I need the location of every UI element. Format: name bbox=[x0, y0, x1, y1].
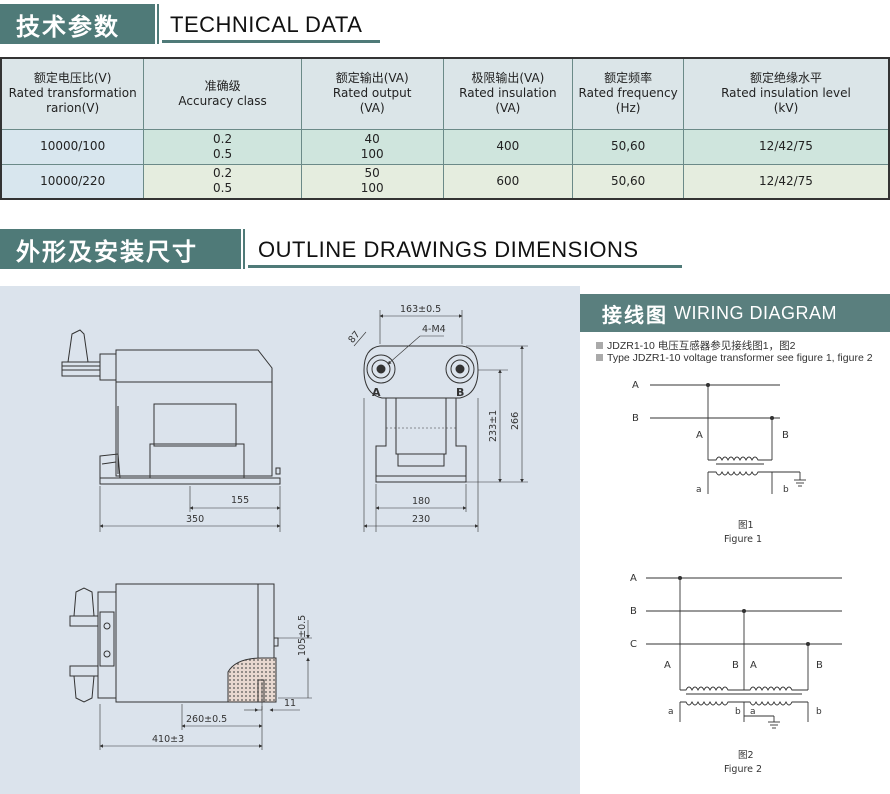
fig1-winding-A: A bbox=[696, 430, 703, 441]
label-A-front: A bbox=[372, 386, 381, 399]
fig2-line-B: B bbox=[630, 606, 637, 617]
fig1-sec-a: a bbox=[696, 485, 702, 495]
fig2-sec-b2: b bbox=[816, 707, 822, 717]
dim-87: 87 bbox=[346, 329, 362, 345]
outline-rule bbox=[248, 265, 682, 268]
dim-233: 233±1 bbox=[488, 410, 499, 442]
outline-drawings: 155 350 163±0.5 4-M4 87 A B 233±1 266 18… bbox=[61, 304, 528, 750]
technical-data-title-en: TECHNICAL DATA bbox=[170, 12, 363, 37]
dim-163: 163±0.5 bbox=[400, 304, 441, 315]
wiring-title-en: WIRING DIAGRAM bbox=[674, 302, 837, 323]
outline-title-en: OUTLINE DRAWINGS DIMENSIONS bbox=[258, 237, 639, 262]
wiring-title-zh: 接线图 bbox=[602, 302, 668, 327]
fig2-sec-b1: b bbox=[735, 707, 741, 717]
cell-insulation: 12/42/75 bbox=[683, 163, 890, 200]
technical-data-header: 技术参数 TECHNICAL DATA bbox=[0, 4, 890, 44]
fig2-winding-B2: B bbox=[816, 660, 823, 671]
fig1-caption-zh: 图1 bbox=[738, 520, 754, 531]
fig2-line-C: C bbox=[630, 639, 637, 650]
dim-350: 350 bbox=[186, 514, 204, 525]
cell-ratio: 10000/100 bbox=[0, 128, 145, 165]
fig2-winding-A1: A bbox=[664, 660, 671, 671]
cell-frequency: 50,60 bbox=[572, 128, 685, 165]
wiring-figure-2 bbox=[646, 575, 842, 729]
cell-frequency: 50,60 bbox=[572, 163, 685, 200]
dim-266: 266 bbox=[510, 412, 521, 430]
dim-230: 230 bbox=[412, 514, 430, 525]
fig1-line-A: A bbox=[632, 380, 639, 391]
fig1-caption-en: Figure 1 bbox=[724, 534, 762, 545]
dim-180: 180 bbox=[412, 496, 430, 507]
side-view-drawing bbox=[61, 329, 281, 485]
wiring-figures: A B A B a b 图1 Figure 1 A B C A B A B a … bbox=[630, 380, 842, 775]
header-limit-output: 极限输出(VA)Rated insulation(VA) bbox=[442, 57, 574, 130]
dim-155: 155 bbox=[231, 495, 249, 506]
fig2-sec-a1: a bbox=[668, 707, 674, 717]
dim-4m4: 4-M4 bbox=[422, 324, 446, 335]
technical-data-rule bbox=[162, 40, 380, 43]
dim-105: 105±0.5 bbox=[297, 615, 308, 656]
fig1-sec-b: b bbox=[783, 485, 789, 495]
wiring-note-zh: JDZR1-10 电压互感器参见接线图1，图2 bbox=[596, 338, 795, 353]
wiring-diagram-panel: 接线图 WIRING DIAGRAM JDZR1-10 电压互感器参见接线图1，… bbox=[577, 286, 890, 794]
label-B-front: B bbox=[456, 386, 464, 399]
fig1-winding-B: B bbox=[782, 430, 789, 441]
fig2-line-A: A bbox=[630, 573, 637, 584]
dim-260: 260±0.5 bbox=[186, 714, 227, 725]
wiring-note-en: Type JDZR1-10 voltage transformer see fi… bbox=[596, 352, 873, 364]
header-output: 额定输出(VA)Rated output(VA) bbox=[300, 57, 444, 130]
cell-limit: 400 bbox=[442, 128, 574, 165]
fig2-caption-en: Figure 2 bbox=[724, 764, 762, 775]
outline-title-zh: 外形及安装尺寸 bbox=[0, 229, 248, 269]
technical-data-title-zh: 技术参数 bbox=[0, 4, 162, 44]
front-view-drawing bbox=[363, 345, 479, 483]
bullet-icon bbox=[596, 342, 603, 349]
top-view-drawing bbox=[69, 583, 279, 703]
fig2-caption-zh: 图2 bbox=[738, 750, 754, 761]
bullet-icon bbox=[596, 354, 603, 361]
wiring-figure-1 bbox=[650, 382, 806, 494]
outline-drawing-panel: 155 350 163±0.5 4-M4 87 A B 233±1 266 18… bbox=[0, 286, 577, 794]
fig2-winding-B1: B bbox=[732, 660, 739, 671]
dim-410: 410±3 bbox=[152, 734, 184, 745]
fig1-line-B: B bbox=[632, 413, 639, 424]
cell-ratio: 10000/220 bbox=[0, 163, 145, 200]
wiring-diagram-header: 接线图 WIRING DIAGRAM bbox=[580, 294, 890, 332]
fig2-sec-a2: a bbox=[750, 707, 756, 717]
outline-drawings-header: 外形及安装尺寸 OUTLINE DRAWINGS DIMENSIONS bbox=[0, 229, 890, 269]
cell-insulation: 12/42/75 bbox=[683, 128, 890, 165]
fig2-winding-A2: A bbox=[750, 660, 757, 671]
cell-limit: 600 bbox=[442, 163, 574, 200]
dim-11: 11 bbox=[284, 698, 296, 709]
